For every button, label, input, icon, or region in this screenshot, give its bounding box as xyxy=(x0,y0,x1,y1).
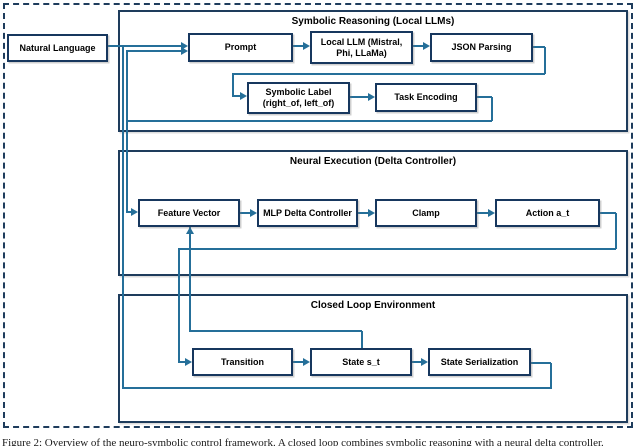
arrowhead-llm-to-json xyxy=(423,42,430,50)
connector-into-symbolic-label xyxy=(232,95,240,97)
node-natural-language-label: Natural Language xyxy=(19,42,96,53)
connector-serialization-return xyxy=(122,387,552,389)
node-local-llm: Local LLM (Mistral, Phi, LLaMa) xyxy=(310,31,413,64)
connector-json-drop xyxy=(544,47,546,74)
connector-mlp-to-clamp xyxy=(358,212,368,214)
node-symbolic-label: Symbolic Label (right_of, left_of) xyxy=(247,82,350,114)
connector-state-up xyxy=(361,331,363,348)
connector-fv-to-mlp xyxy=(240,212,250,214)
connector-nl-to-prompt xyxy=(108,45,181,47)
arrowhead-transition-to-state xyxy=(303,358,310,366)
connector-loop-to-prompt xyxy=(126,50,181,52)
connector-taskenc-exit xyxy=(477,96,492,98)
arrowhead-loop-to-prompt xyxy=(181,47,188,55)
node-mlp-delta-controller-label: MLP Delta Controller xyxy=(263,207,352,218)
connector-state-feedback xyxy=(189,330,362,332)
figure-caption: Figure 2: Overview of the neuro-symbolic… xyxy=(2,437,604,446)
arrowhead-state-to-fv xyxy=(186,227,194,234)
section-symbolic-reasoning: Symbolic Reasoning (Local LLMs) xyxy=(118,10,628,132)
node-prompt: Prompt xyxy=(188,33,293,62)
node-json-parsing-label: JSON Parsing xyxy=(451,42,512,52)
node-task-encoding: Task Encoding xyxy=(375,83,477,112)
section-symbolic-title: Symbolic Reasoning (Local LLMs) xyxy=(291,16,455,27)
connector-feedback-vertical xyxy=(122,46,124,388)
connector-json-down-to-label xyxy=(232,74,234,96)
section-closed-loop-title: Closed Loop Environment xyxy=(310,300,436,311)
connector-state-up-to-fv xyxy=(189,227,191,331)
connector-serialization-exit xyxy=(531,362,551,364)
arrowhead-clamp-to-action xyxy=(488,209,495,217)
node-state-label: State s_t xyxy=(342,356,380,367)
connector-action-exit xyxy=(600,212,616,214)
node-mlp-delta-controller: MLP Delta Controller xyxy=(257,199,358,227)
node-state-serialization-label: State Serialization xyxy=(440,356,519,367)
connector-taskenc-drop xyxy=(491,97,493,121)
node-action: Action a_t xyxy=(495,199,600,227)
node-symbolic-label-line2: (right_of, left_of) xyxy=(262,98,335,108)
node-natural-language: Natural Language xyxy=(7,34,108,62)
arrowhead-into-transition xyxy=(185,358,192,366)
connector-transition-to-state xyxy=(293,361,303,363)
connector-into-feature-vector xyxy=(126,211,132,213)
node-transition: Transition xyxy=(192,348,293,376)
section-neural-title: Neural Execution (Delta Controller) xyxy=(289,156,457,167)
connector-action-drop xyxy=(615,213,617,249)
figure-dashed-border xyxy=(3,3,633,428)
connector-action-return xyxy=(178,248,616,250)
node-prompt-label: Prompt xyxy=(224,42,257,52)
arrowhead-mlp-to-clamp xyxy=(368,209,375,217)
node-local-llm-line2: Phi, LLaMa) xyxy=(336,47,387,58)
connector-prompt-to-llm xyxy=(293,45,303,47)
connector-json-return xyxy=(232,73,545,75)
connector-action-down-to-transition xyxy=(178,249,180,362)
node-feature-vector: Feature Vector xyxy=(138,199,240,227)
node-state: State s_t xyxy=(310,348,412,376)
node-clamp-label: Clamp xyxy=(412,207,440,218)
connector-state-to-serialization xyxy=(412,361,421,363)
arrowhead-state-to-serialization xyxy=(421,358,428,366)
arrowhead-into-feature-vector xyxy=(131,208,138,216)
node-state-serialization: State Serialization xyxy=(428,348,531,376)
connector-inner-vertical xyxy=(126,51,128,213)
node-json-parsing: JSON Parsing xyxy=(430,33,533,62)
connector-serialization-drop xyxy=(550,363,552,388)
node-transition-label: Transition xyxy=(220,356,264,367)
connector-llm-to-json xyxy=(413,45,423,47)
node-clamp: Clamp xyxy=(375,199,477,227)
arrowhead-into-symbolic-label xyxy=(240,92,247,100)
node-feature-vector-label: Feature Vector xyxy=(157,207,221,218)
arrowhead-label-to-taskenc xyxy=(368,93,375,101)
arrowhead-fv-to-mlp xyxy=(250,209,257,217)
arrowhead-prompt-to-llm xyxy=(303,42,310,50)
connector-json-exit xyxy=(533,46,545,48)
node-task-encoding-label: Task Encoding xyxy=(394,92,458,102)
node-action-label: Action a_t xyxy=(525,207,570,218)
node-local-llm-line1: Local LLM (Mistral, xyxy=(320,36,403,47)
connector-label-to-taskenc xyxy=(350,96,368,98)
connector-into-transition xyxy=(178,361,185,363)
node-symbolic-label-line1: Symbolic Label xyxy=(265,87,332,97)
connector-taskenc-return xyxy=(126,120,492,122)
arrowhead-nl-to-prompt xyxy=(181,42,188,50)
connector-clamp-to-action xyxy=(477,212,488,214)
